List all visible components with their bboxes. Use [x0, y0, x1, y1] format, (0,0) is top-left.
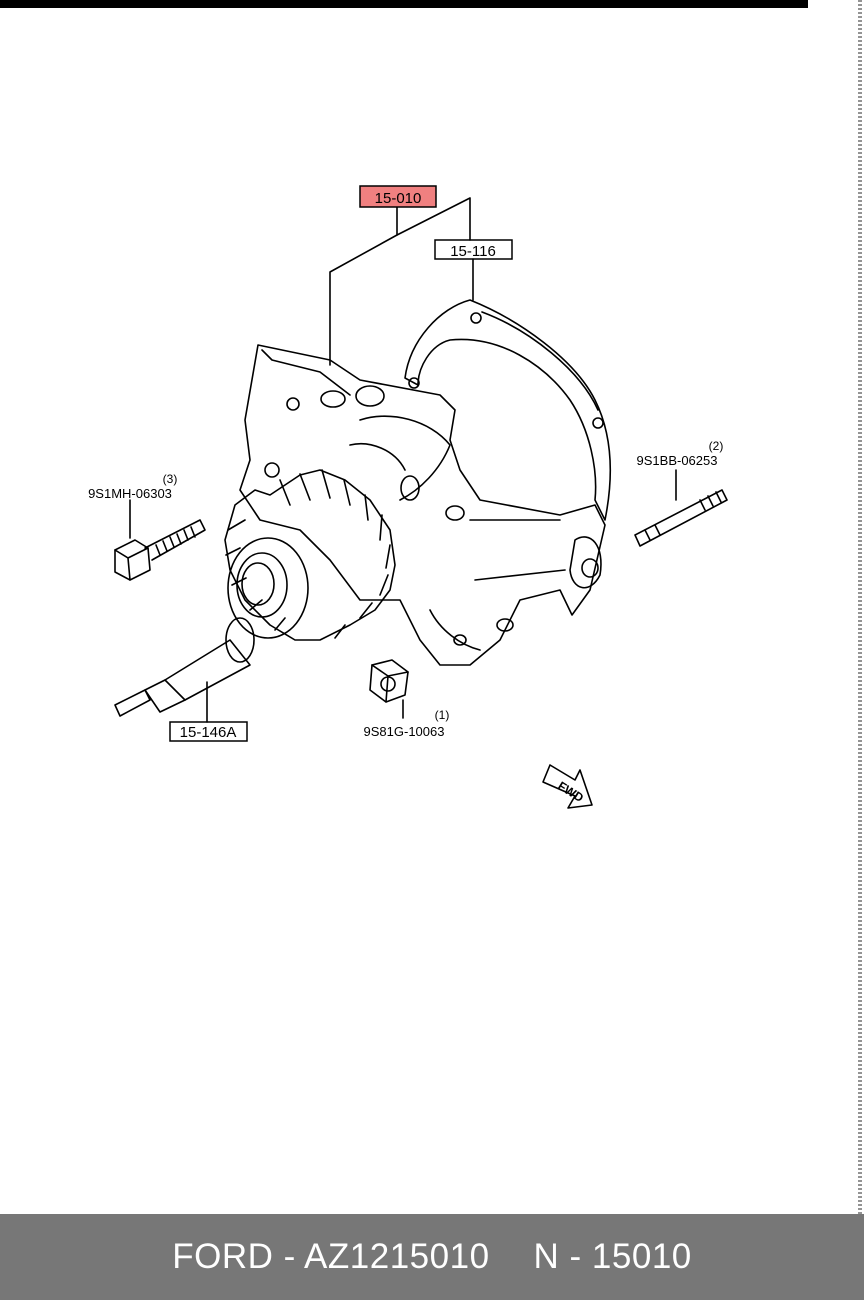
gasket-label: 15-116 — [450, 243, 496, 260]
footer-reference: N - 15010 — [533, 1237, 692, 1276]
scan-edge — [858, 0, 862, 1214]
footer-bar: FORD - AZ1215010 N - 15010 — [0, 1214, 864, 1300]
stud-qty: (2) — [709, 439, 724, 453]
water-pump-housing — [239, 344, 606, 666]
stud-label: 9S1BB-06253 — [637, 453, 718, 468]
forward-arrow-icon — [542, 764, 593, 809]
flange-bolt — [114, 499, 206, 581]
main-part-label: 15-010 — [375, 190, 422, 207]
exploded-parts-diagram: 15-010 15-116 (3) 9S1MH-06303 (2) 9S1BB-… — [88, 185, 728, 809]
leader-lines — [329, 197, 474, 366]
flange-nut — [369, 659, 409, 719]
idler-bolt-label: 15-146A — [180, 724, 237, 741]
idler-bolt — [114, 617, 255, 723]
bolt-qty: (3) — [163, 472, 178, 486]
top-rule — [0, 0, 808, 8]
idler-bolt-label-box — [169, 721, 248, 742]
footer-part-number: FORD - AZ1215010 — [172, 1237, 490, 1276]
gasket-label-box — [434, 239, 513, 260]
stud-bolt — [634, 469, 728, 547]
nut-qty: (1) — [435, 708, 450, 722]
bolt-label: 9S1MH-06303 — [88, 486, 172, 501]
gasket-outline — [404, 299, 612, 521]
nut-label: 9S81G-10063 — [364, 724, 445, 739]
main-part-highlight — [359, 185, 437, 208]
pump-pulley-gear — [224, 469, 396, 641]
fwd-label: FWD — [555, 779, 586, 806]
